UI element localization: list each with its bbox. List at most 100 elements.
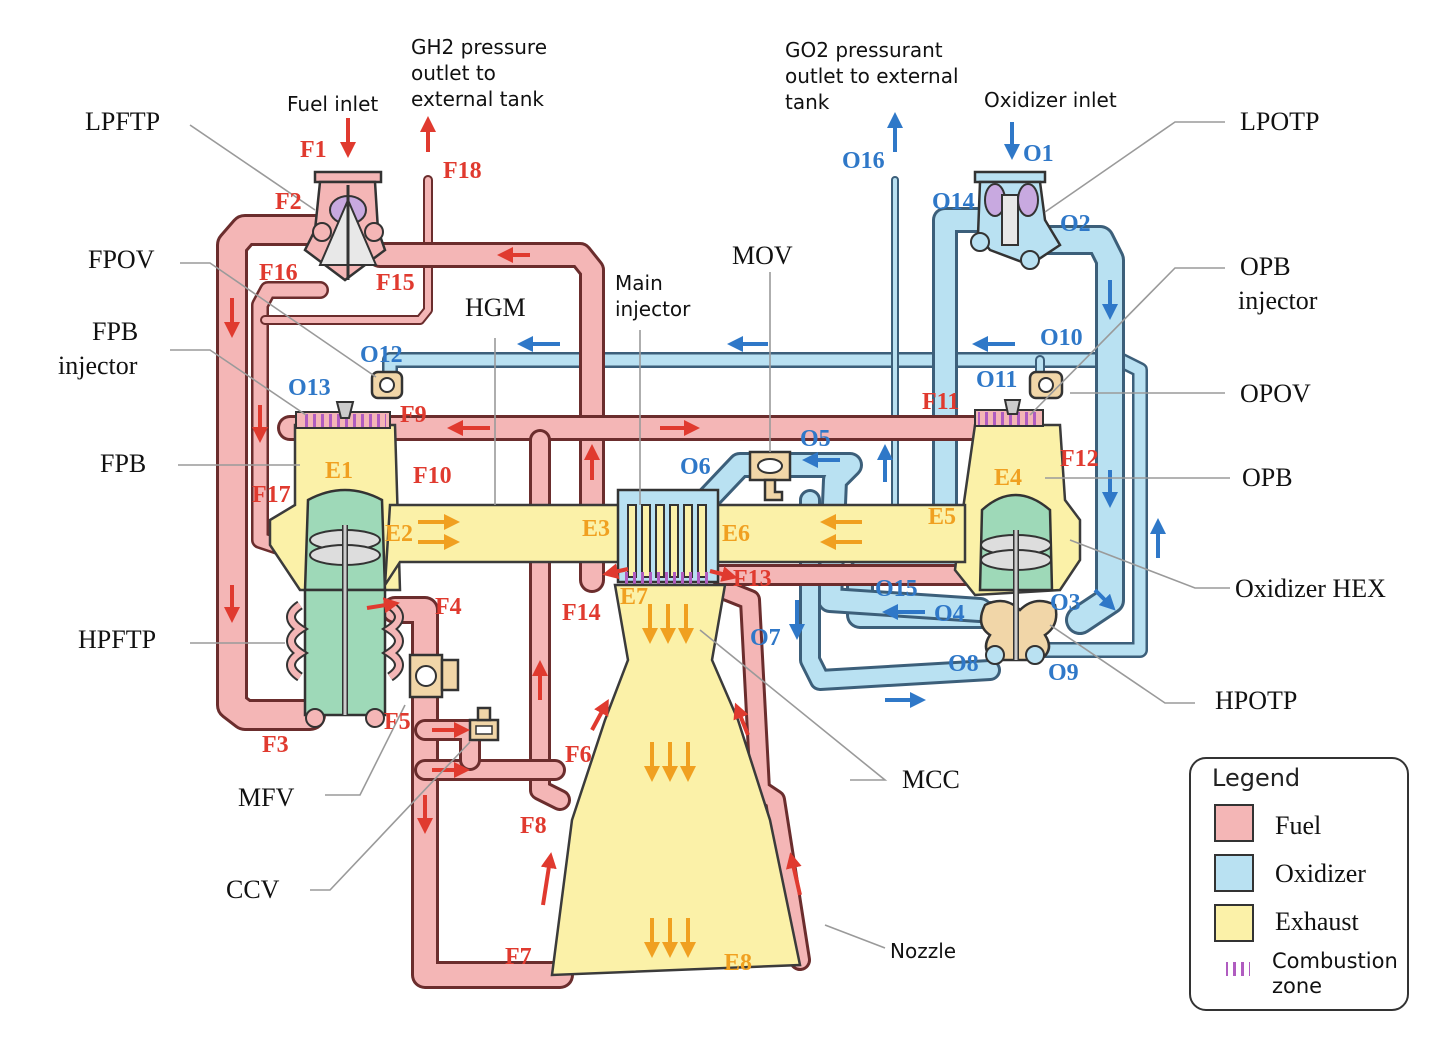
legend-swatch-fuel bbox=[1214, 804, 1254, 842]
legend-swatch-oxidizer bbox=[1214, 854, 1254, 892]
label-f17: F17 bbox=[252, 482, 291, 508]
label-e8: E8 bbox=[724, 950, 752, 976]
flow-notes: Fuel inlet GH2 pressure outlet to extern… bbox=[287, 35, 1117, 963]
label-e6: E6 bbox=[722, 521, 750, 547]
note-main-injector-line2: injector bbox=[615, 297, 691, 321]
lpotp-pump bbox=[970, 170, 1062, 270]
exhaust-flow-arrows bbox=[418, 514, 862, 958]
leader-lines bbox=[170, 121, 1230, 949]
label-f13: F13 bbox=[733, 566, 772, 592]
note-nozzle: Nozzle bbox=[890, 939, 956, 963]
ccv-valve bbox=[468, 706, 500, 742]
label-f14: F14 bbox=[562, 600, 601, 626]
callout-lpftp: LPFTP bbox=[85, 107, 160, 136]
label-o9: O9 bbox=[1048, 660, 1079, 686]
note-gh2-line3: external tank bbox=[411, 87, 544, 111]
note-gh2-line1: GH2 pressure bbox=[411, 35, 547, 59]
label-e1: E1 bbox=[325, 458, 353, 484]
label-o5: O5 bbox=[800, 426, 831, 452]
label-f3: F3 bbox=[262, 732, 289, 758]
label-o16: O16 bbox=[842, 148, 885, 174]
label-f6: F6 bbox=[565, 742, 592, 768]
valves bbox=[370, 370, 1064, 742]
label-e5: E5 bbox=[928, 504, 956, 530]
label-o1: O1 bbox=[1023, 141, 1054, 167]
legend-label-exhaust: Exhaust bbox=[1275, 907, 1360, 936]
label-e4: E4 bbox=[994, 465, 1022, 491]
label-f4: F4 bbox=[435, 594, 462, 620]
note-go2-line2: outlet to external bbox=[785, 64, 959, 88]
callout-ccv: CCV bbox=[226, 875, 280, 904]
label-o7: O7 bbox=[750, 625, 781, 651]
callout-opb: OPB bbox=[1242, 463, 1293, 492]
legend-label-oxidizer: Oxidizer bbox=[1275, 859, 1366, 888]
callout-opov: OPOV bbox=[1240, 379, 1311, 408]
exhaust-station-labels: E1 E2 E3 E4 E5 E6 E7 E8 bbox=[325, 458, 1022, 976]
opb-hpotp-assembly bbox=[953, 399, 1082, 665]
label-f11: F11 bbox=[922, 389, 959, 415]
label-o11: O11 bbox=[976, 367, 1017, 393]
component-callouts: LPFTP FPOV FPB injector FPB HPFTP MFV CC… bbox=[58, 107, 1386, 904]
legend-item-fuel: Fuel bbox=[1214, 804, 1321, 842]
oxidizer-flow-arrows bbox=[517, 112, 1166, 708]
legend-swatch-combustion bbox=[1226, 962, 1250, 976]
label-e3: E3 bbox=[582, 516, 610, 542]
callout-mfv: MFV bbox=[238, 783, 295, 812]
label-e2: E2 bbox=[385, 521, 413, 547]
callout-fpb-injector-line2: injector bbox=[58, 351, 138, 380]
legend-title: Legend bbox=[1212, 764, 1300, 792]
label-f5: F5 bbox=[384, 709, 411, 735]
mfv-valve bbox=[408, 653, 460, 699]
note-oxidizer-inlet: Oxidizer inlet bbox=[984, 88, 1117, 112]
legend-item-oxidizer: Oxidizer bbox=[1214, 854, 1366, 892]
label-o14: O14 bbox=[932, 189, 975, 215]
fpb-hpftp-assembly bbox=[268, 401, 404, 728]
note-go2-line3: tank bbox=[785, 90, 830, 114]
label-o15: O15 bbox=[875, 576, 918, 602]
callout-hpftp: HPFTP bbox=[78, 625, 156, 654]
opov-valve bbox=[1028, 370, 1064, 400]
legend-swatch-exhaust bbox=[1214, 904, 1254, 942]
label-f18: F18 bbox=[443, 158, 482, 184]
legend-label-combustion-line1: Combustion bbox=[1272, 949, 1398, 973]
label-o10: O10 bbox=[1040, 325, 1083, 351]
label-o13: O13 bbox=[288, 375, 331, 401]
note-gh2-line2: outlet to bbox=[411, 61, 496, 85]
callout-hgm: HGM bbox=[465, 293, 526, 322]
callout-opb-injector-line2: injector bbox=[1238, 286, 1318, 315]
label-o3: O3 bbox=[1050, 590, 1081, 616]
callout-opb-injector-line1: OPB bbox=[1240, 252, 1291, 281]
legend-label-fuel: Fuel bbox=[1275, 811, 1321, 840]
note-fuel-inlet: Fuel inlet bbox=[287, 92, 378, 116]
label-f15: F15 bbox=[376, 270, 415, 296]
label-o12: O12 bbox=[360, 342, 403, 368]
label-f12: F12 bbox=[1060, 446, 1099, 472]
callout-hpotp: HPOTP bbox=[1215, 686, 1297, 715]
oxidizer-station-labels: O1 O2 O3 O4 O5 O6 O7 O8 O9 O10 O11 O12 O… bbox=[288, 141, 1091, 686]
callout-mcc: MCC bbox=[902, 765, 960, 794]
mov-valve bbox=[748, 450, 792, 502]
label-e7: E7 bbox=[620, 584, 648, 610]
label-f2: F2 bbox=[275, 189, 302, 215]
callout-fpov: FPOV bbox=[88, 245, 155, 274]
fuel-flow-arrows bbox=[224, 116, 802, 906]
fpov-valve bbox=[370, 370, 404, 400]
fuel-station-labels: F1 F2 F3 F4 F5 F6 F7 F8 F9 F10 F11 F12 F… bbox=[252, 137, 1099, 970]
callout-fpb-injector-line1: FPB bbox=[92, 317, 138, 346]
legend-item-exhaust: Exhaust bbox=[1214, 904, 1360, 942]
label-f9: F9 bbox=[400, 402, 427, 428]
legend-label-combustion-line2: zone bbox=[1272, 974, 1322, 998]
label-f10: F10 bbox=[413, 463, 452, 489]
callout-mov: MOV bbox=[732, 241, 793, 270]
legend-item-combustion: Combustion zone bbox=[1226, 949, 1398, 998]
label-o6: O6 bbox=[680, 454, 711, 480]
label-f7: F7 bbox=[505, 944, 532, 970]
note-go2-line1: GO2 pressurant bbox=[785, 38, 943, 62]
label-f16: F16 bbox=[259, 260, 298, 286]
label-f1: F1 bbox=[300, 137, 327, 163]
callout-lpotp: LPOTP bbox=[1240, 107, 1319, 136]
legend: Legend Fuel Oxidizer Exhaust Combustion … bbox=[1189, 757, 1409, 1011]
label-o4: O4 bbox=[934, 601, 965, 627]
note-main-injector-line1: Main bbox=[615, 271, 663, 295]
label-o2: O2 bbox=[1060, 211, 1091, 237]
